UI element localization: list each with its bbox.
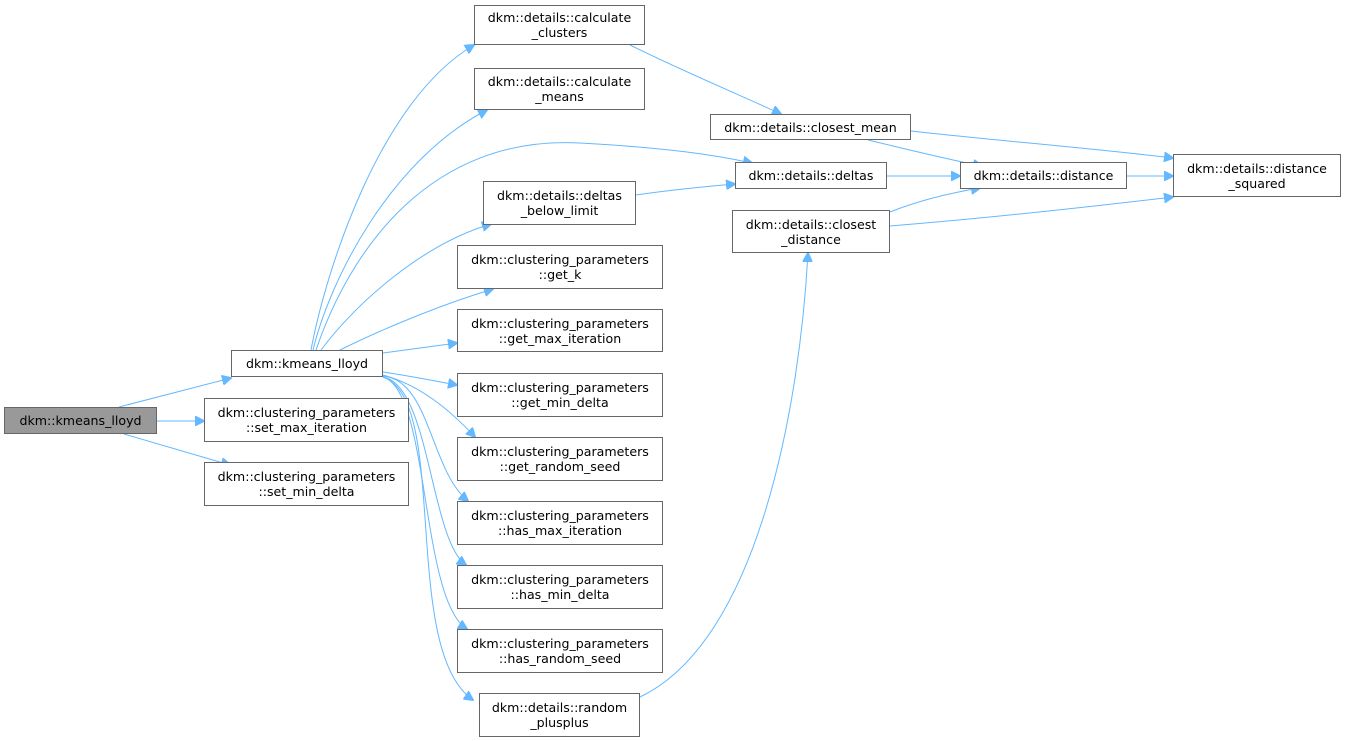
edge-kmeans-lloyd-to-get-min-delta bbox=[382, 371, 457, 385]
node-label-line: dkm::details::random bbox=[491, 700, 628, 715]
node-label-line: dkm::clustering_parameters bbox=[471, 572, 649, 587]
node-get-k[interactable]: dkm::clustering_parameters ::get_k bbox=[457, 245, 663, 289]
node-label-line: ::set_min_delta bbox=[258, 484, 355, 499]
node-label-line: dkm::clustering_parameters bbox=[217, 469, 396, 484]
node-label-line: _distance bbox=[781, 231, 841, 247]
node-closest-mean[interactable]: dkm::details::closest_mean bbox=[710, 114, 911, 140]
node-set-min-delta[interactable]: dkm::clustering_parameters ::set_min_del… bbox=[204, 462, 409, 506]
edge-deltas-below-limit-to-deltas bbox=[635, 184, 735, 196]
node-distance[interactable]: dkm::details::distance bbox=[960, 162, 1127, 189]
node-label-line: dkm::clustering_parameters bbox=[471, 315, 649, 331]
node-label-line: dkm::details::distance bbox=[1187, 160, 1327, 176]
node-set-max-iteration[interactable]: dkm::clustering_parameters ::set_max_ite… bbox=[204, 398, 409, 442]
edge-closest-mean-to-distance-squared bbox=[910, 130, 1173, 158]
node-label-line: ::has_min_delta bbox=[510, 587, 610, 602]
node-distance-squared[interactable]: dkm::details::distance _squared bbox=[1173, 154, 1341, 197]
node-label-line: ::get_max_iteration bbox=[498, 330, 622, 346]
node-deltas[interactable]: dkm::details::deltas bbox=[735, 162, 887, 189]
node-label-line: ::has_max_iteration bbox=[498, 523, 622, 538]
node-label-line: dkm::details::deltas bbox=[748, 168, 874, 183]
edge-root-to-kmeans-lloyd bbox=[118, 378, 231, 408]
edge-closest-distance-to-distance bbox=[889, 188, 980, 213]
node-label-line: ::has_random_seed bbox=[498, 651, 622, 666]
node-label-line: dkm::kmeans_lloyd bbox=[19, 413, 142, 428]
edge-kmeans-lloyd-to-has-min-delta bbox=[382, 376, 466, 565]
node-label-line: dkm::clustering_parameters bbox=[471, 380, 649, 395]
node-random-plusplus[interactable]: dkm::details::random _plusplus bbox=[479, 693, 640, 737]
node-label-line: dkm::clustering_parameters bbox=[217, 405, 396, 420]
node-calculate-clusters[interactable]: dkm::details::calculate _clusters bbox=[474, 5, 645, 45]
node-has-min-delta[interactable]: dkm::clustering_parameters ::has_min_del… bbox=[457, 565, 663, 609]
node-label-line: dkm::details::calculate bbox=[487, 10, 632, 25]
node-kmeans-lloyd[interactable]: dkm::kmeans_lloyd bbox=[231, 350, 383, 377]
node-label-line: dkm::clustering_parameters bbox=[471, 252, 649, 267]
node-label-line: _clusters bbox=[531, 25, 588, 40]
edge-kmeans-lloyd-to-has-random-seed bbox=[382, 376, 467, 629]
edge-calculate-clusters-to-closest-mean bbox=[629, 44, 781, 114]
node-root-kmeans-lloyd[interactable]: dkm::kmeans_lloyd bbox=[4, 407, 157, 434]
node-label-line: dkm::details::closest_mean bbox=[724, 119, 897, 135]
node-has-max-iteration[interactable]: dkm::clustering_parameters ::has_max_ite… bbox=[457, 501, 663, 545]
edge-kmeans-lloyd-to-deltas-below-limit bbox=[320, 224, 491, 351]
edge-kmeans-lloyd-to-deltas bbox=[315, 142, 752, 351]
edge-kmeans-lloyd-to-get-max-iteration bbox=[382, 343, 457, 354]
node-label-line: ::get_random_seed bbox=[499, 459, 621, 474]
edge-closest-distance-to-distance-squared bbox=[889, 197, 1173, 227]
edge-kmeans-lloyd-to-has-max-iteration bbox=[382, 375, 468, 501]
edge-kmeans-lloyd-to-calculate-clusters bbox=[310, 45, 474, 351]
edge-kmeans-lloyd-to-get-k bbox=[339, 289, 493, 351]
node-label-line: dkm::details::calculate bbox=[487, 74, 632, 89]
node-label-line: _squared bbox=[1228, 175, 1286, 191]
node-label-line: ::get_min_delta bbox=[511, 395, 609, 410]
node-label-line: dkm::clustering_parameters bbox=[471, 444, 649, 459]
node-has-random-seed[interactable]: dkm::clustering_parameters ::has_random_… bbox=[457, 629, 663, 673]
edge-root-to-set-min-delta bbox=[123, 433, 230, 465]
node-deltas-below-limit[interactable]: dkm::details::deltas _below_limit bbox=[483, 181, 636, 225]
node-label-line: dkm::clustering_parameters bbox=[471, 508, 649, 523]
node-get-max-iteration[interactable]: dkm::clustering_parameters ::get_max_ite… bbox=[457, 309, 663, 352]
node-get-min-delta[interactable]: dkm::clustering_parameters ::get_min_del… bbox=[457, 373, 663, 417]
edge-kmeans-lloyd-to-random-plusplus bbox=[382, 376, 473, 700]
node-closest-distance[interactable]: dkm::details::closest _distance bbox=[732, 210, 890, 253]
node-label-line: dkm::details::distance bbox=[973, 168, 1114, 183]
node-label-line: dkm::details::closest bbox=[745, 216, 877, 232]
node-label-line: _plusplus bbox=[530, 715, 589, 730]
edge-random-plusplus-to-closest-distance bbox=[639, 253, 808, 698]
node-get-random-seed[interactable]: dkm::clustering_parameters ::get_random_… bbox=[457, 437, 663, 481]
node-label-line: _below_limit bbox=[520, 203, 599, 218]
node-label-line: dkm::clustering_parameters bbox=[471, 636, 649, 651]
node-label-line: ::get_k bbox=[538, 267, 582, 282]
node-label-line: dkm::details::deltas bbox=[497, 188, 622, 203]
node-label-line: _means bbox=[535, 89, 584, 104]
edge-kmeans-lloyd-to-calculate-means bbox=[312, 110, 487, 351]
node-label-line: dkm::kmeans_lloyd bbox=[245, 356, 369, 371]
node-calculate-means[interactable]: dkm::details::calculate _means bbox=[474, 68, 645, 110]
node-label-line: ::set_max_iteration bbox=[246, 420, 367, 435]
